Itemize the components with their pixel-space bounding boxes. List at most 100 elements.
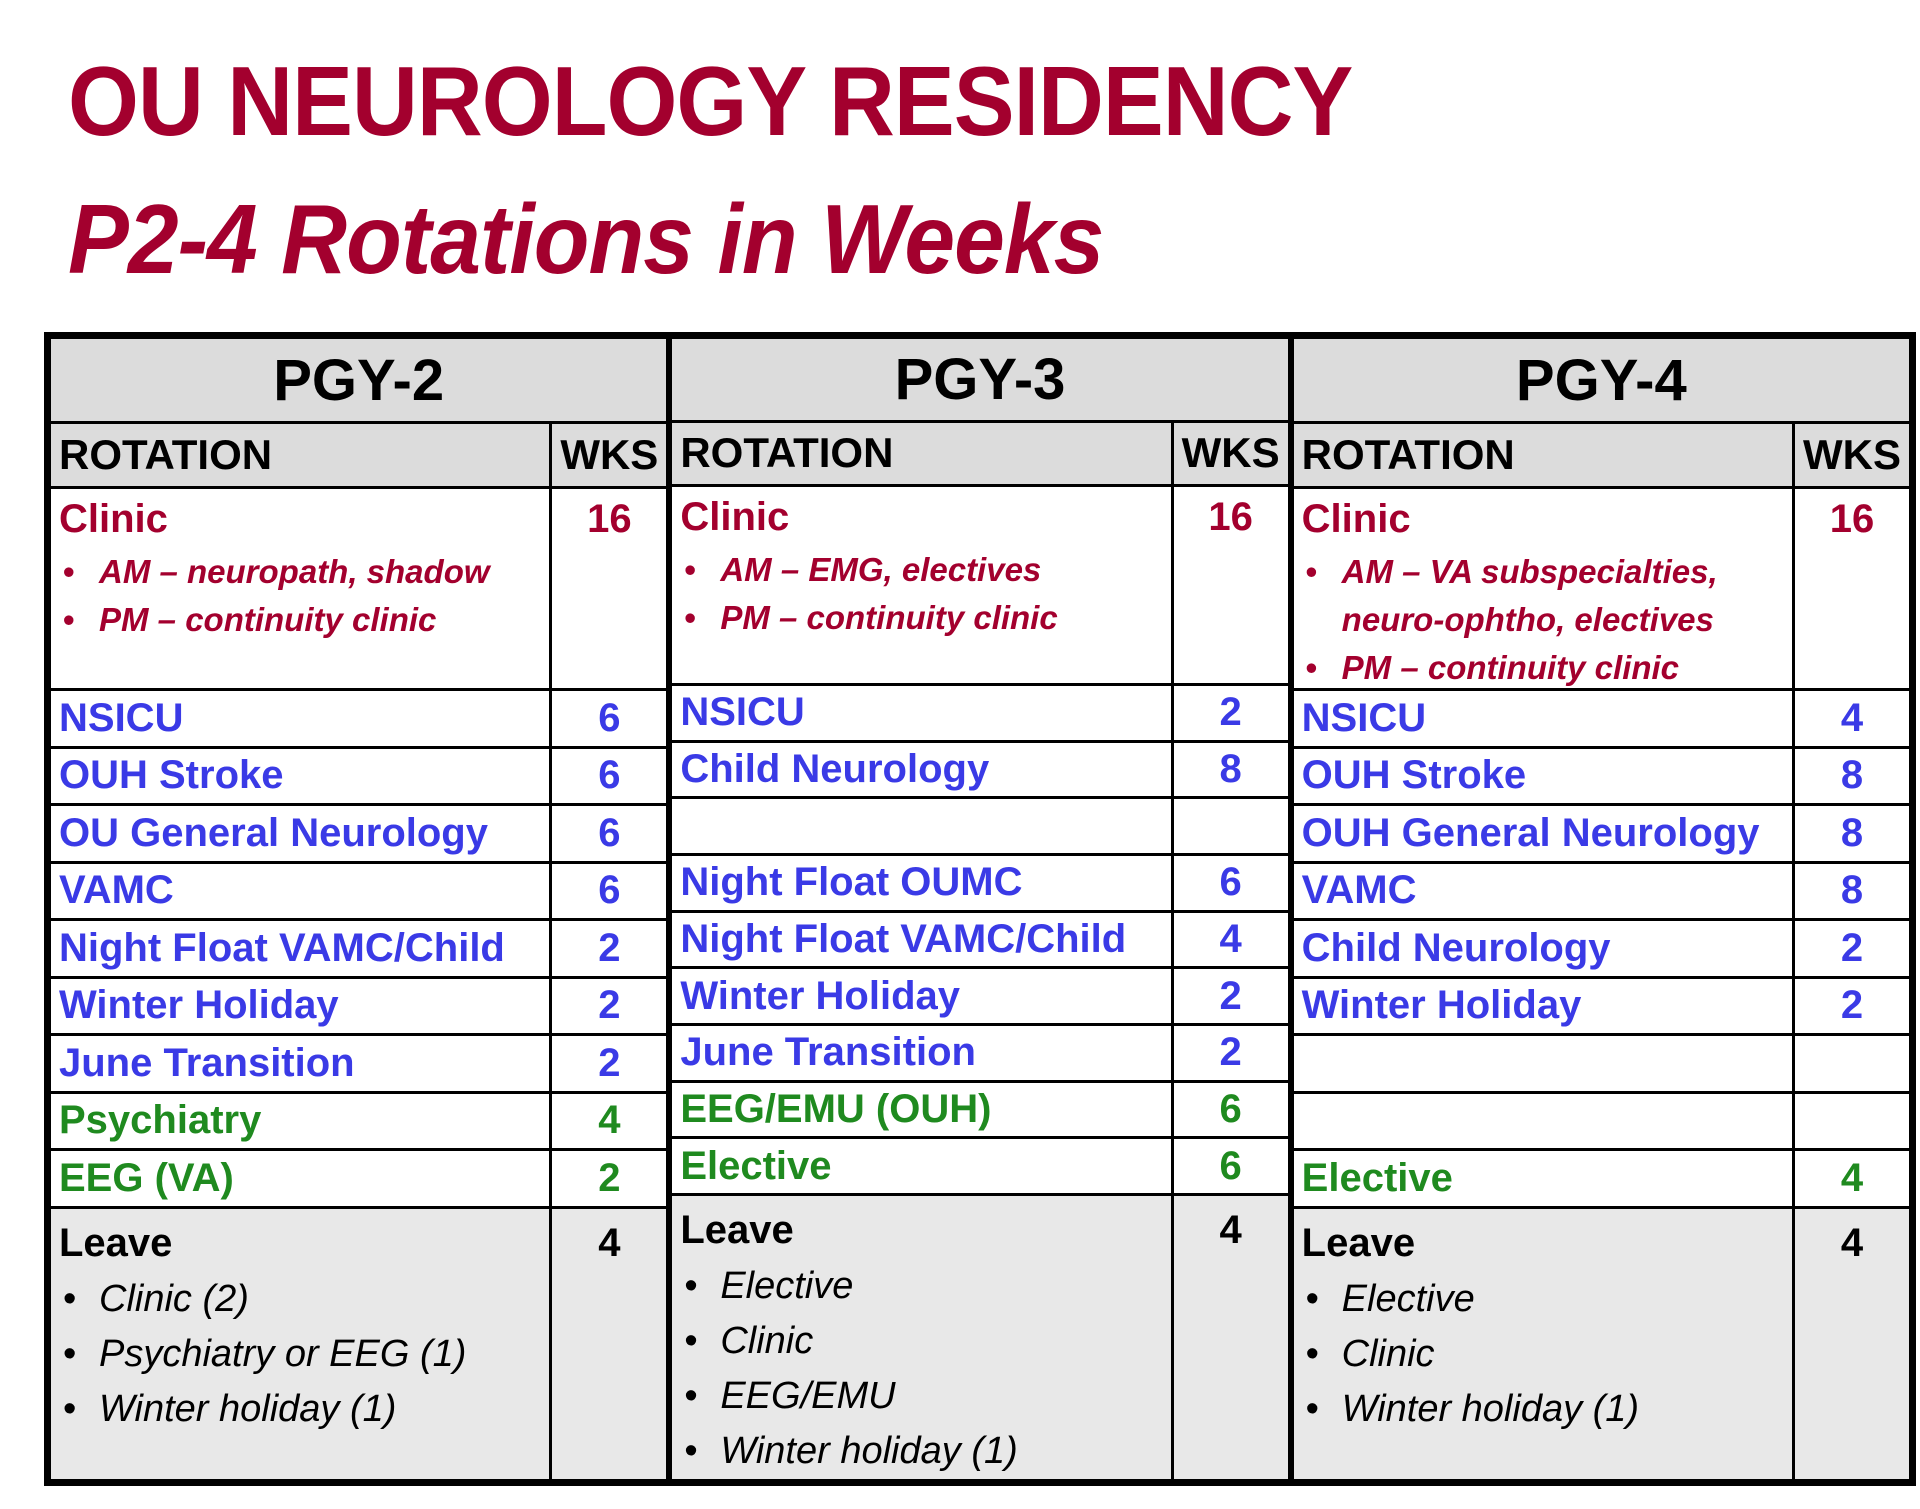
rotation-cell: OUH Stroke	[1293, 748, 1792, 803]
weeks-cell: 2	[552, 1151, 667, 1206]
clinic-weeks: 16	[552, 489, 667, 688]
weeks-cell: 2	[552, 978, 667, 1033]
weeks-cell: 2	[1794, 921, 1909, 976]
weeks-cell: 4	[1794, 1151, 1909, 1206]
clinic-bullets: •AM – neuropath, shadow •PM – continuity…	[59, 548, 541, 644]
rotation-cell: NSICU	[51, 691, 550, 746]
bullet-icon: •	[684, 1320, 698, 1363]
rotation-cell	[1293, 1036, 1792, 1091]
leave-bullet: •Winter holiday (1)	[59, 1382, 541, 1437]
rotation-cell: VAMC	[1293, 863, 1792, 918]
leave-bullet: •Elective	[1302, 1272, 1784, 1327]
column-header-row: ROTATION WKS	[672, 422, 1288, 484]
page-subtitle: P2-4 Rotations in Weeks	[68, 184, 1104, 294]
weeks-cell: 4	[552, 1093, 667, 1148]
column-header-row: ROTATION WKS	[1293, 424, 1909, 486]
leave-bullets: •Elective •Clinic •EEG/EMU •Winter holid…	[680, 1259, 1162, 1479]
weeks-cell: 2	[1173, 685, 1288, 740]
pgy-2-column: PGY-2 ROTATION WKS Clinic •AM – neuropat…	[51, 339, 667, 1479]
weeks-cell: 4	[1173, 912, 1288, 967]
rotation-cell: OU General Neurology	[51, 806, 550, 861]
clinic-bullets: •AM – EMG, electives •PM – continuity cl…	[680, 546, 1162, 642]
weeks-header: WKS	[552, 424, 667, 486]
weeks-cell	[1794, 1093, 1909, 1148]
leave-bullets: •Clinic (2) •Psychiatry or EEG (1) •Wint…	[59, 1272, 541, 1437]
rotation-table: PGY-2 ROTATION WKS Clinic •AM – neuropat…	[44, 332, 1916, 1486]
leave-label: Leave	[680, 1208, 794, 1253]
bullet-icon: •	[1305, 1277, 1319, 1320]
weeks-cell: 2	[552, 1036, 667, 1091]
leave-weeks: 4	[552, 1208, 667, 1479]
clinic-cell: Clinic •AM – EMG, electives •PM – contin…	[672, 486, 1171, 683]
rotation-cell: OUH General Neurology	[1293, 806, 1792, 861]
leave-row: Leave •Elective •Clinic •EEG/EMU •Winter…	[672, 1196, 1288, 1480]
leave-bullet: •EEG/EMU	[680, 1369, 1162, 1424]
weeks-cell: 8	[1794, 748, 1909, 803]
weeks-cell: 8	[1794, 806, 1909, 861]
clinic-row: Clinic •AM – neuropath, shadow •PM – con…	[51, 489, 667, 688]
bullet-icon: •	[684, 1375, 698, 1418]
bullet-icon: •	[684, 598, 696, 636]
leave-label: Leave	[59, 1220, 173, 1265]
rotation-cell: Night Float VAMC/Child	[51, 921, 550, 976]
rotation-cell: Winter Holiday	[51, 978, 550, 1033]
table-row-empty	[1293, 1036, 1909, 1091]
rotation-cell: June Transition	[672, 1025, 1171, 1080]
weeks-cell: 6	[552, 806, 667, 861]
clinic-weeks: 16	[1794, 489, 1909, 688]
pgy-heading: PGY-4	[1293, 339, 1909, 421]
rotation-header: ROTATION	[672, 422, 1171, 484]
leave-bullet: •Clinic	[1302, 1327, 1784, 1382]
bullet-icon: •	[1305, 649, 1318, 686]
bullet-icon: •	[684, 1430, 698, 1473]
table-row-empty	[1293, 1093, 1909, 1148]
rotation-cell: Elective	[672, 1139, 1171, 1194]
leave-bullets: •Elective •Clinic •Winter holiday (1)	[1302, 1272, 1784, 1437]
clinic-bullet: •PM – continuity clinic	[59, 596, 541, 644]
weeks-cell	[1173, 799, 1288, 853]
rotation-cell: Winter Holiday	[672, 969, 1171, 1023]
clinic-bullet-continuation: neuro-ophtho, electives	[1341, 601, 1714, 638]
weeks-cell: 4	[1794, 691, 1909, 746]
rotation-cell	[672, 799, 1171, 853]
clinic-bullet: •AM – neuropath, shadow	[59, 548, 541, 596]
weeks-cell: 2	[1794, 978, 1909, 1033]
leave-bullet: •Winter holiday (1)	[680, 1424, 1162, 1479]
clinic-bullet: •AM – VA subspecialties,	[1302, 548, 1784, 596]
rotation-cell: EEG/EMU (OUH)	[672, 1082, 1171, 1137]
leave-label: Leave	[1301, 1220, 1416, 1265]
weeks-header: WKS	[1173, 422, 1288, 484]
weeks-cell: 6	[552, 748, 667, 803]
weeks-cell: 6	[552, 863, 667, 918]
clinic-bullet: •PM – continuity clinic	[1302, 644, 1784, 688]
clinic-row: Clinic •AM – VA subspecialties, neuro-op…	[1293, 489, 1909, 688]
leave-cell: Leave •Elective •Clinic •Winter holiday …	[1293, 1208, 1792, 1479]
rotation-cell: June Transition	[51, 1036, 550, 1091]
bullet-icon: •	[63, 553, 75, 590]
rotation-header: ROTATION	[1293, 424, 1792, 486]
leave-row: Leave •Elective •Clinic •Winter holiday …	[1293, 1208, 1909, 1479]
weeks-cell: 2	[1173, 1025, 1288, 1080]
weeks-cell: 6	[1173, 855, 1288, 910]
weeks-cell: 6	[552, 691, 667, 746]
leave-bullet: •Clinic (2)	[59, 1272, 541, 1327]
rotation-cell: EEG (VA)	[51, 1151, 550, 1206]
leave-bullet: •Psychiatry or EEG (1)	[59, 1327, 541, 1382]
rotation-cell: Child Neurology	[1293, 921, 1792, 976]
column-header-row: ROTATION WKS	[51, 424, 667, 486]
bullet-icon: •	[63, 1332, 77, 1375]
rotation-cell: Night Float VAMC/Child	[672, 912, 1171, 967]
clinic-cell: Clinic •AM – VA subspecialties, neuro-op…	[1293, 489, 1792, 688]
